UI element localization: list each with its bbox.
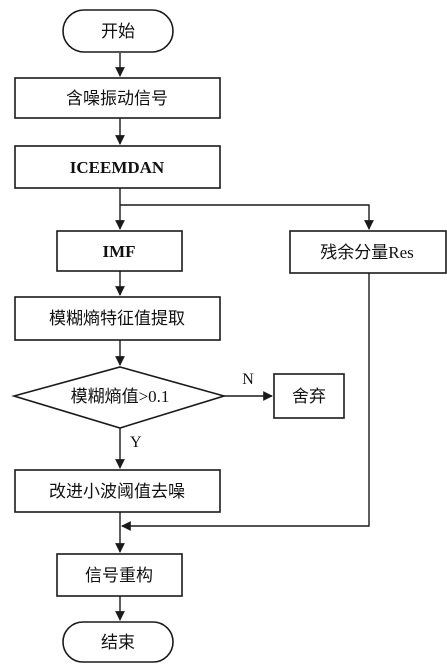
connectors — [115, 53, 374, 621]
decision-diamond: 模糊熵值>0.1 — [11, 366, 227, 429]
imf-box: IMF — [56, 230, 183, 272]
iceemdan-box: ICEEMDAN — [14, 145, 221, 189]
start-terminal: 开始 — [62, 9, 174, 53]
noisy-signal-box: 含噪振动信号 — [14, 77, 221, 119]
discard-box: 舍弃 — [273, 373, 345, 419]
reconstruct-label: 信号重构 — [85, 566, 153, 586]
feature-extraction-box: 模糊熵特征值提取 — [14, 296, 221, 341]
discard-label: 舍弃 — [292, 387, 326, 407]
edge-label-yes: Y — [130, 434, 142, 451]
decision-label: 模糊熵值>0.1 — [71, 387, 170, 406]
imf-label: IMF — [102, 242, 135, 261]
iceemdan-label: ICEEMDAN — [70, 158, 165, 177]
end-terminal: 结束 — [62, 621, 174, 663]
reconstruct-box: 信号重构 — [56, 553, 183, 597]
feature-extraction-label: 模糊熵特征值提取 — [49, 309, 185, 329]
denoise-box: 改进小波阈值去噪 — [14, 469, 221, 513]
end-label: 结束 — [101, 633, 135, 653]
edge-label-no: N — [242, 371, 254, 388]
noisy-signal-label: 含噪振动信号 — [66, 89, 168, 109]
residual-box: 残余分量Res — [289, 230, 447, 274]
arrow-residual-to-merge — [121, 271, 370, 531]
denoise-label: 改进小波阈值去噪 — [49, 482, 185, 502]
arrow-iceemdan-to-residual — [120, 204, 374, 230]
residual-label: 残余分量Res — [320, 243, 414, 262]
start-label: 开始 — [101, 22, 135, 42]
